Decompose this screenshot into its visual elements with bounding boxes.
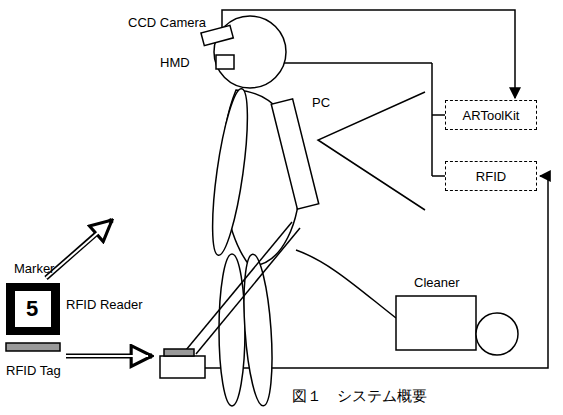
leg: [219, 254, 245, 406]
box-text: ARToolKit: [463, 108, 520, 123]
marker-number: 5: [26, 297, 38, 321]
output-bus: [431, 63, 433, 176]
part-label: HMD: [160, 56, 190, 70]
leg: [240, 253, 277, 406]
cleaner-nozzle: [160, 356, 205, 378]
cleaner-pipe: [196, 228, 300, 354]
tag-arrow: [66, 354, 152, 359]
marker-inner: [15, 291, 51, 327]
marker-arrow-inner: [46, 224, 108, 278]
cleaner-hose: [296, 250, 396, 318]
marker-arrow: [46, 220, 112, 278]
part-label: RFID Reader: [66, 298, 143, 312]
part-label: CCD Camera: [128, 16, 206, 30]
box-text: RFID: [476, 169, 506, 184]
process-box: RFID: [445, 161, 537, 191]
part-label: RFID Tag: [6, 364, 61, 378]
rfid-reader: [164, 349, 194, 356]
figure-caption: 図１ システム概要: [292, 388, 427, 405]
part-label: Cleaner: [414, 276, 460, 290]
marker-square: [6, 283, 60, 335]
cleaner-wheel: [476, 313, 518, 355]
tag-arrow-inner: [66, 355, 148, 357]
cleaner-pipe: [186, 222, 292, 350]
artoolkit-out: [432, 114, 445, 116]
arm: [205, 87, 254, 257]
rfid-out: [432, 175, 445, 177]
pc-callout: [318, 92, 425, 210]
pc-backpack: [271, 99, 318, 209]
cleaner-body: [396, 296, 476, 350]
part-label: PC: [312, 96, 330, 110]
part-label: Marker: [14, 262, 54, 276]
hmd: [216, 55, 234, 69]
process-box: ARToolKit: [445, 100, 537, 130]
rfid-tag: [6, 343, 60, 351]
